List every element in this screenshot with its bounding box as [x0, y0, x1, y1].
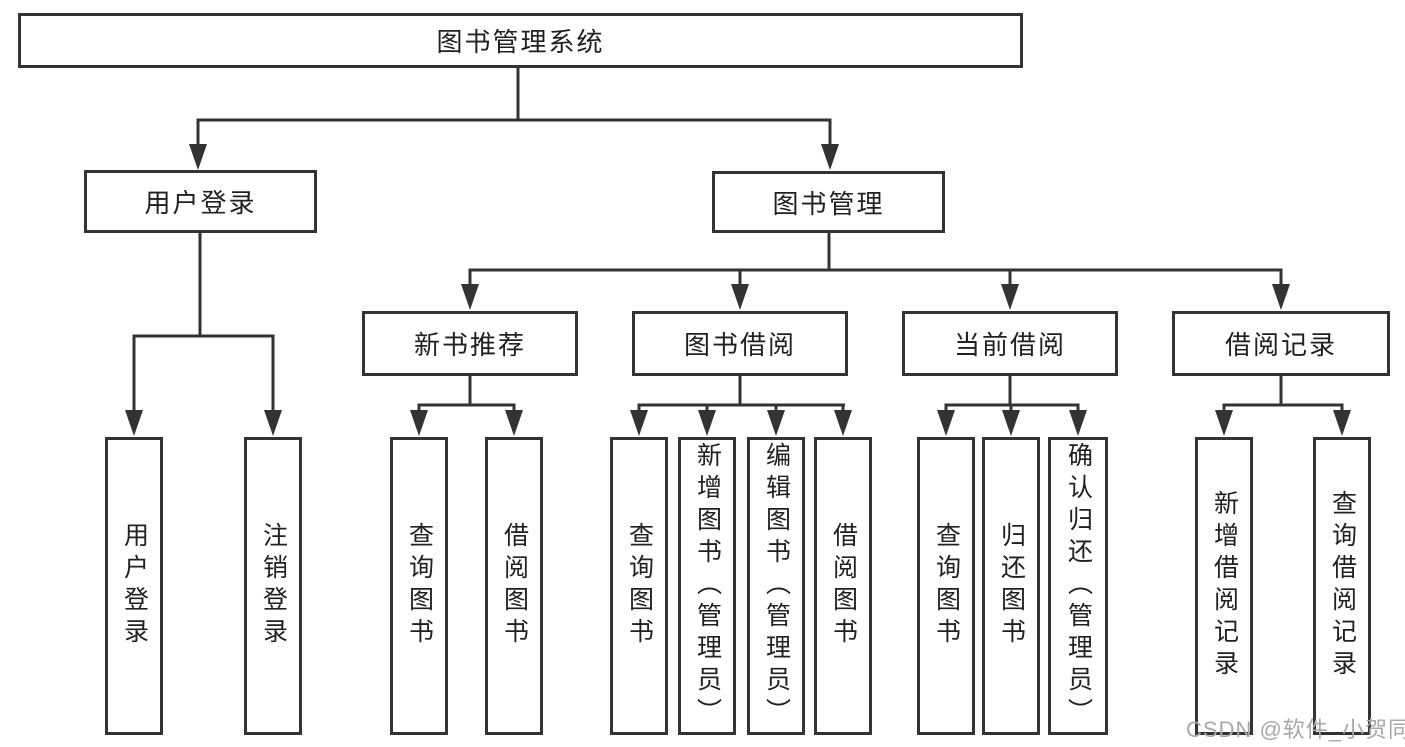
arrow-down-icon [834, 410, 852, 436]
leaf-label: 借阅图书 [829, 522, 858, 650]
leaf-label: 查询图书 [625, 522, 654, 650]
leaf-label: 借阅图书 [500, 522, 529, 650]
leaf-borrow-books-recommendation: 借阅图书 [485, 437, 543, 735]
arrow-down-icon [630, 410, 648, 436]
leaf-query-books-borrowing: 查询图书 [610, 437, 668, 735]
node-borrowing-records: 借阅记录 [1172, 311, 1390, 376]
arrow-down-icon [410, 410, 428, 436]
arrow-down-icon [821, 144, 839, 170]
arrow-down-icon [698, 410, 716, 436]
leaf-label: 注销登录 [259, 522, 288, 650]
arrow-down-icon [1069, 410, 1087, 436]
leaf-confirm-return-admin: 确认归还（管理员） [1048, 437, 1108, 735]
node-new-book-recommendation: 新书推荐 [362, 311, 578, 376]
csdn-watermark: CSDN @软件_小贺同学 [1186, 717, 1405, 742]
leaf-label: 查询图书 [932, 522, 961, 650]
arrow-down-icon [461, 284, 479, 310]
leaf-query-borrowing-record: 查询借阅记录 [1313, 437, 1371, 735]
arrow-down-icon [731, 284, 749, 310]
leaf-add-books-admin: 新增图书（管理员） [678, 437, 736, 735]
leaf-label: 确认归还（管理员） [1064, 442, 1093, 730]
leaf-label: 新增图书（管理员） [693, 442, 722, 730]
leaf-edit-books-admin: 编辑图书（管理员） [747, 437, 805, 735]
leaf-label: 查询借阅记录 [1328, 490, 1357, 682]
arrow-down-icon [1002, 410, 1020, 436]
leaf-logout: 注销登录 [244, 437, 302, 735]
arrow-down-icon [189, 144, 207, 170]
leaf-add-borrowing-record: 新增借阅记录 [1195, 437, 1253, 735]
arrow-down-icon [937, 410, 955, 436]
node-book-borrowing: 图书借阅 [632, 311, 848, 376]
node-root-system: 图书管理系统 [18, 13, 1023, 68]
leaf-label: 新增借阅记录 [1210, 490, 1239, 682]
node-current-borrowing: 当前借阅 [902, 311, 1118, 376]
arrow-down-icon [125, 410, 143, 436]
leaf-borrow-books-borrowing: 借阅图书 [814, 437, 872, 735]
leaf-return-books: 归还图书 [982, 437, 1040, 735]
leaf-query-books-current: 查询图书 [917, 437, 975, 735]
leaf-label: 查询图书 [405, 522, 434, 650]
node-book-management: 图书管理 [712, 171, 945, 233]
arrow-down-icon [505, 410, 523, 436]
arrowhead-icons [125, 144, 1351, 436]
arrow-down-icon [264, 410, 282, 436]
leaf-label: 归还图书 [997, 522, 1026, 650]
arrow-down-icon [1001, 284, 1019, 310]
arrow-down-icon [1272, 284, 1290, 310]
arrow-down-icon [1215, 410, 1233, 436]
leaf-user-login: 用户登录 [105, 437, 163, 735]
arrow-down-icon [1333, 410, 1351, 436]
node-user-login: 用户登录 [84, 170, 317, 233]
arrow-down-icon [767, 410, 785, 436]
leaf-query-books-recommendation: 查询图书 [390, 437, 448, 735]
leaf-label: 编辑图书（管理员） [762, 442, 791, 730]
leaf-label: 用户登录 [120, 522, 149, 650]
